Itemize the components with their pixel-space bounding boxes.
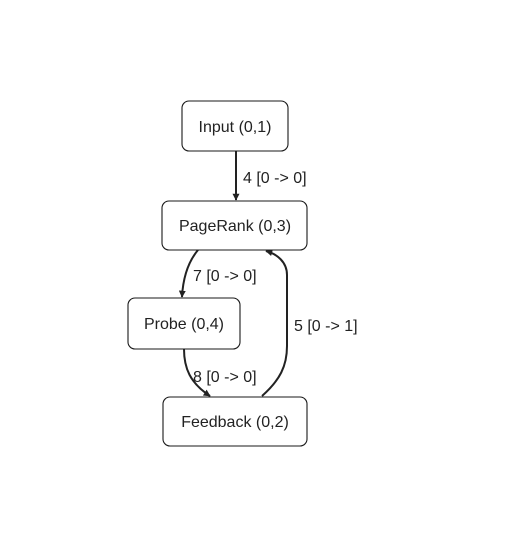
node-feedback: Feedback (0,2)	[162, 396, 308, 447]
node-input-label: Input (0,1)	[199, 119, 272, 136]
node-pagerank: PageRank (0,3)	[161, 200, 308, 251]
edge-label-input-to-pagerank: 4 [0 -> 0]	[243, 170, 307, 187]
node-pagerank-box	[161, 200, 308, 251]
edge-line-feedback-to-pagerank	[261, 249, 288, 397]
node-pagerank-label: PageRank (0,3)	[179, 218, 291, 235]
edge-label-pagerank-to-probe: 7 [0 -> 0]	[193, 268, 257, 285]
edge-feedback-to-pagerank: 5 [0 -> 1]	[261, 249, 358, 397]
node-input-box	[181, 100, 289, 152]
node-input: Input (0,1)	[181, 100, 289, 152]
edge-label-probe-to-feedback: 8 [0 -> 0]	[193, 369, 257, 386]
node-feedback-label: Feedback (0,2)	[181, 414, 289, 431]
edge-line-pagerank-to-probe	[178, 249, 199, 298]
edge-line-probe-to-feedback	[183, 348, 211, 397]
node-probe-box	[127, 297, 241, 350]
node-probe-label: Probe (0,4)	[144, 316, 224, 333]
edge-label-feedback-to-pagerank: 5 [0 -> 1]	[294, 318, 358, 335]
node-probe: Probe (0,4)	[127, 297, 241, 350]
edge-pagerank-to-probe: 7 [0 -> 0]	[178, 249, 257, 298]
edge-input-to-pagerank: 4 [0 -> 0]	[232, 151, 307, 201]
node-feedback-box	[162, 396, 308, 447]
edge-probe-to-feedback: 8 [0 -> 0]	[183, 348, 257, 397]
